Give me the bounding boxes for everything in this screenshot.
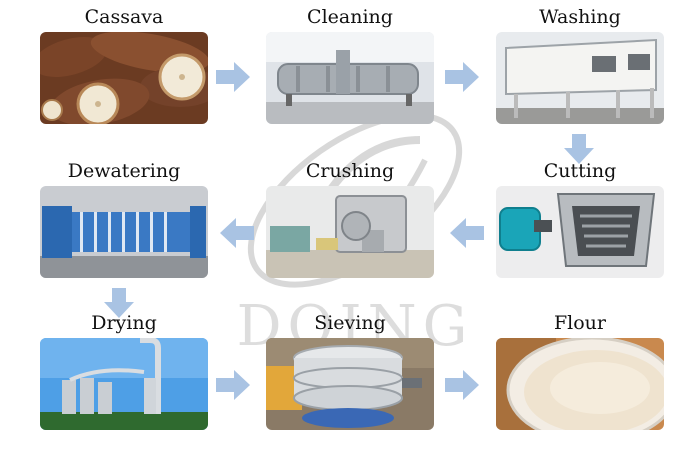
flash-dryer-photo [40, 338, 208, 430]
arrow-right-icon [445, 370, 479, 400]
vibrating-sieve-photo [266, 338, 434, 430]
step-label-flour: Flour [553, 312, 607, 334]
step-label-sieving: Sieving [314, 312, 386, 334]
cleaning-machine-photo [266, 32, 434, 124]
step-label-washing: Washing [539, 6, 621, 28]
cassava-flour-photo [496, 338, 664, 430]
cutting-machine-photo [496, 186, 664, 278]
step-label-cutting: Cutting [543, 160, 617, 182]
arrow-left-icon [220, 218, 254, 248]
arrow-down-icon [564, 134, 594, 164]
arrow-right-icon [445, 62, 479, 92]
arrow-right-icon [216, 370, 250, 400]
washing-tank-photo [496, 32, 664, 124]
arrow-left-icon [450, 218, 484, 248]
crushing-machine-photo [266, 186, 434, 278]
filter-press-photo [40, 186, 208, 278]
step-label-crushing: Crushing [305, 160, 395, 182]
step-label-drying: Drying [91, 312, 157, 334]
cassava-roots-photo [40, 32, 208, 124]
step-label-cleaning: Cleaning [307, 6, 393, 28]
arrow-right-icon [216, 62, 250, 92]
step-label-cassava: Cassava [84, 6, 164, 28]
arrow-down-icon [104, 288, 134, 318]
step-label-dewatering: Dewatering [67, 160, 181, 182]
